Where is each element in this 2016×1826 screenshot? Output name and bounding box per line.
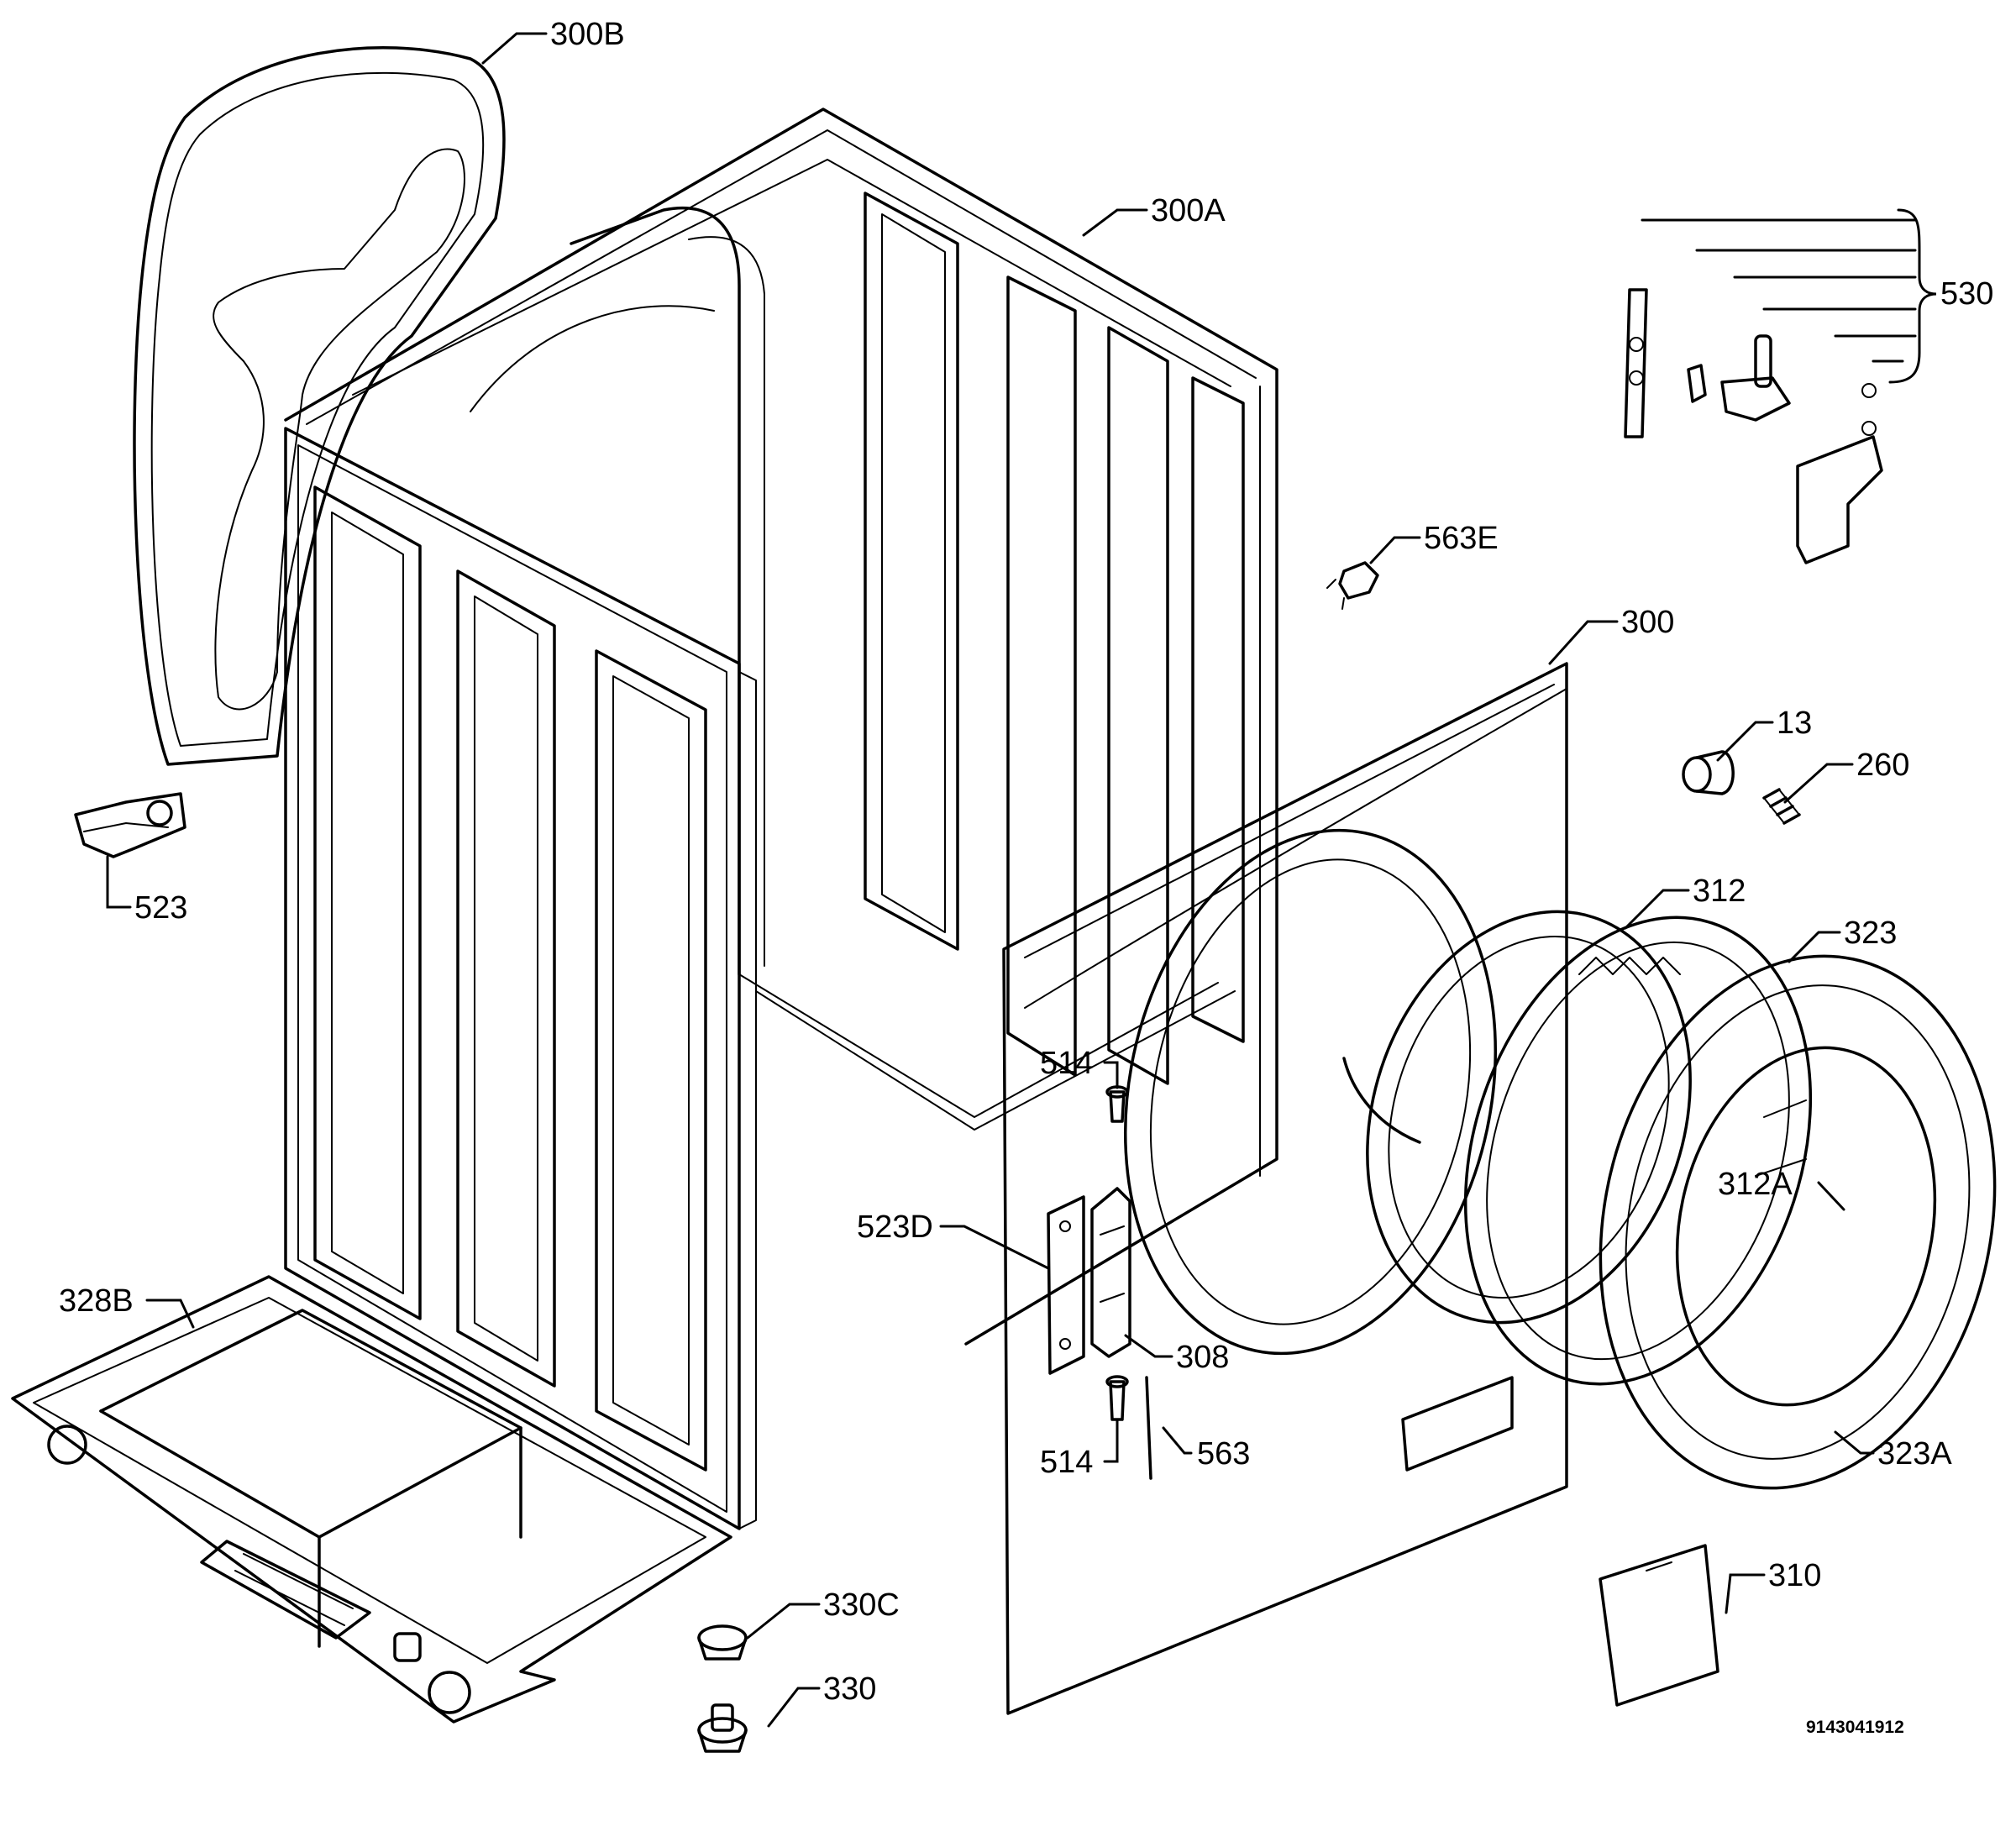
leader-514b <box>1103 1418 1119 1463</box>
callout-260: 260 <box>1856 748 1909 783</box>
part-514-screw-bottom <box>1105 1375 1129 1421</box>
leader-323A <box>1834 1430 1875 1455</box>
part-13-knob <box>1682 750 1735 795</box>
part-514-screw-top <box>1105 1085 1129 1123</box>
leader-300 <box>1548 620 1619 665</box>
callout-312: 312 <box>1693 874 1746 909</box>
leader-330 <box>767 1687 821 1728</box>
part-530-hinge-kit <box>1624 288 1883 564</box>
callout-330: 330 <box>823 1671 876 1707</box>
leader-530 <box>1641 218 1917 363</box>
callout-13: 13 <box>1777 706 1812 741</box>
callout-310: 310 <box>1768 1558 1821 1593</box>
callout-330C: 330C <box>823 1587 900 1623</box>
part-330-foot <box>697 1703 748 1753</box>
leader-514a <box>1103 1061 1119 1089</box>
leader-323 <box>1788 931 1841 963</box>
callout-523: 523 <box>134 890 187 926</box>
part-323A-door-ring <box>1599 954 1997 1490</box>
part-323-door-frame <box>1463 916 1813 1386</box>
callout-312A: 312A <box>1718 1167 1793 1202</box>
part-330C-foot-cap <box>697 1624 748 1661</box>
callout-300B: 300B <box>550 17 625 52</box>
leader-328B <box>145 1299 195 1329</box>
leader-312A <box>1817 1181 1845 1211</box>
part-310-filter-cover <box>1599 1544 1719 1707</box>
callout-323A: 323A <box>1877 1436 1952 1472</box>
document-number: 9143041912 <box>1806 1718 1904 1737</box>
leader-330C <box>746 1603 821 1640</box>
leader-13 <box>1716 721 1774 762</box>
part-300-front-panel <box>1002 662 1568 1715</box>
part-563-rod <box>1145 1376 1152 1480</box>
part-312-door-bowl <box>1342 910 1692 1325</box>
leader-lines <box>106 32 1937 1728</box>
callout-308: 308 <box>1176 1340 1229 1375</box>
part-523D-latch-plate <box>1047 1195 1085 1375</box>
part-328B-base <box>11 1275 732 1724</box>
callout-300A: 300A <box>1151 193 1226 228</box>
part-300A-cabinet <box>284 108 1278 1346</box>
leader-563E <box>1369 536 1421 564</box>
callout-523D: 523D <box>857 1209 933 1245</box>
callout-300: 300 <box>1621 605 1674 640</box>
callout-323: 323 <box>1844 916 1897 951</box>
leader-300A <box>1082 208 1148 237</box>
callout-563: 563 <box>1197 1436 1250 1472</box>
leader-312 <box>1624 889 1690 930</box>
leader-300B <box>481 32 548 65</box>
callout-530: 530 <box>1940 276 1993 312</box>
brace-530 <box>1888 208 1937 384</box>
leader-523D <box>939 1225 1050 1270</box>
leader-260 <box>1783 763 1854 804</box>
part-308-handle <box>1090 1187 1131 1358</box>
leader-563 <box>1162 1426 1193 1455</box>
part-300B-rear-cover <box>133 46 506 766</box>
callout-514-bottom: 514 <box>1040 1445 1093 1480</box>
callout-563E: 563E <box>1424 521 1499 556</box>
leader-523 <box>106 855 132 909</box>
cabinet-side-panel <box>284 427 757 1530</box>
part-563E-switch <box>1326 561 1379 610</box>
callout-514-top: 514 <box>1040 1046 1093 1081</box>
callout-328B: 328B <box>59 1283 134 1319</box>
part-312A-door-glass <box>1675 1046 1937 1407</box>
leader-310 <box>1725 1573 1766 1614</box>
leader-308 <box>1124 1334 1173 1358</box>
callout-labels: 300B 300A 530 563E 300 13 260 523 312 32… <box>59 17 1993 1737</box>
part-523-latch <box>74 792 186 858</box>
part-260-spring <box>1762 788 1801 825</box>
